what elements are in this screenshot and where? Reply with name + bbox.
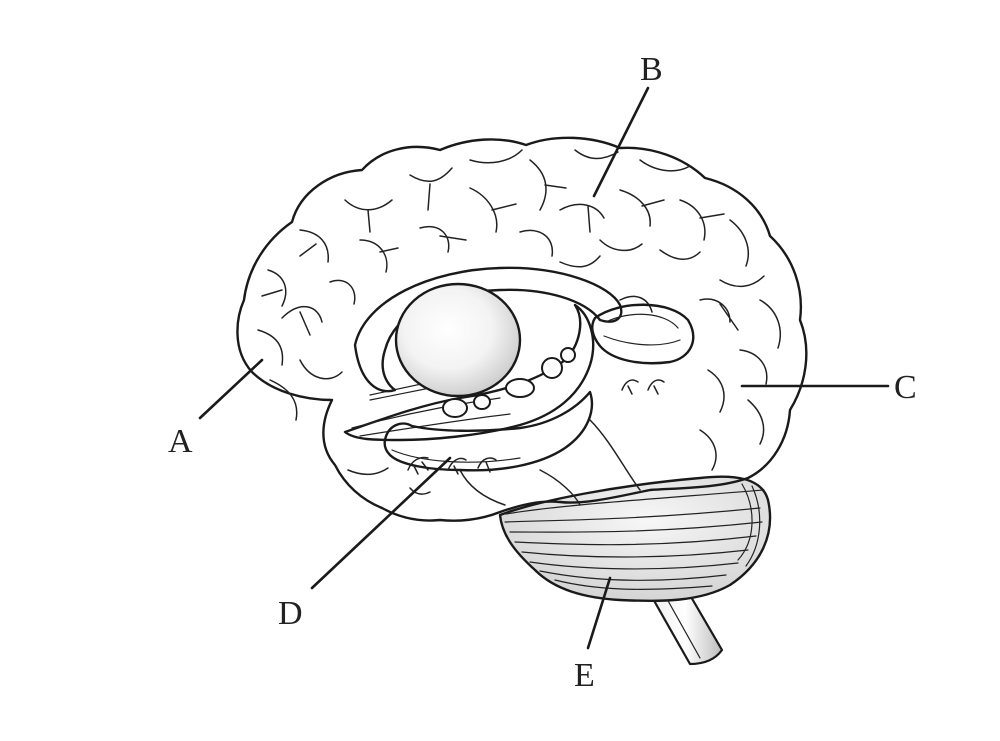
cerebellum (498, 475, 772, 603)
label-a: A (168, 423, 193, 460)
cortex-folds (257, 149, 781, 506)
thalamus (394, 282, 522, 398)
small-nuclei (442, 347, 576, 418)
label-c: C (894, 369, 917, 406)
leader-line-a (198, 358, 264, 420)
limbic-structures (343, 266, 695, 495)
label-d: D (278, 595, 303, 632)
label-b: B (640, 51, 663, 88)
leader-lines (198, 86, 890, 650)
label-e: E (574, 657, 595, 694)
leader-line-b (592, 86, 650, 198)
leader-line-e (586, 576, 612, 650)
cerebrum-outline (236, 136, 808, 522)
leader-line-d (310, 456, 452, 590)
